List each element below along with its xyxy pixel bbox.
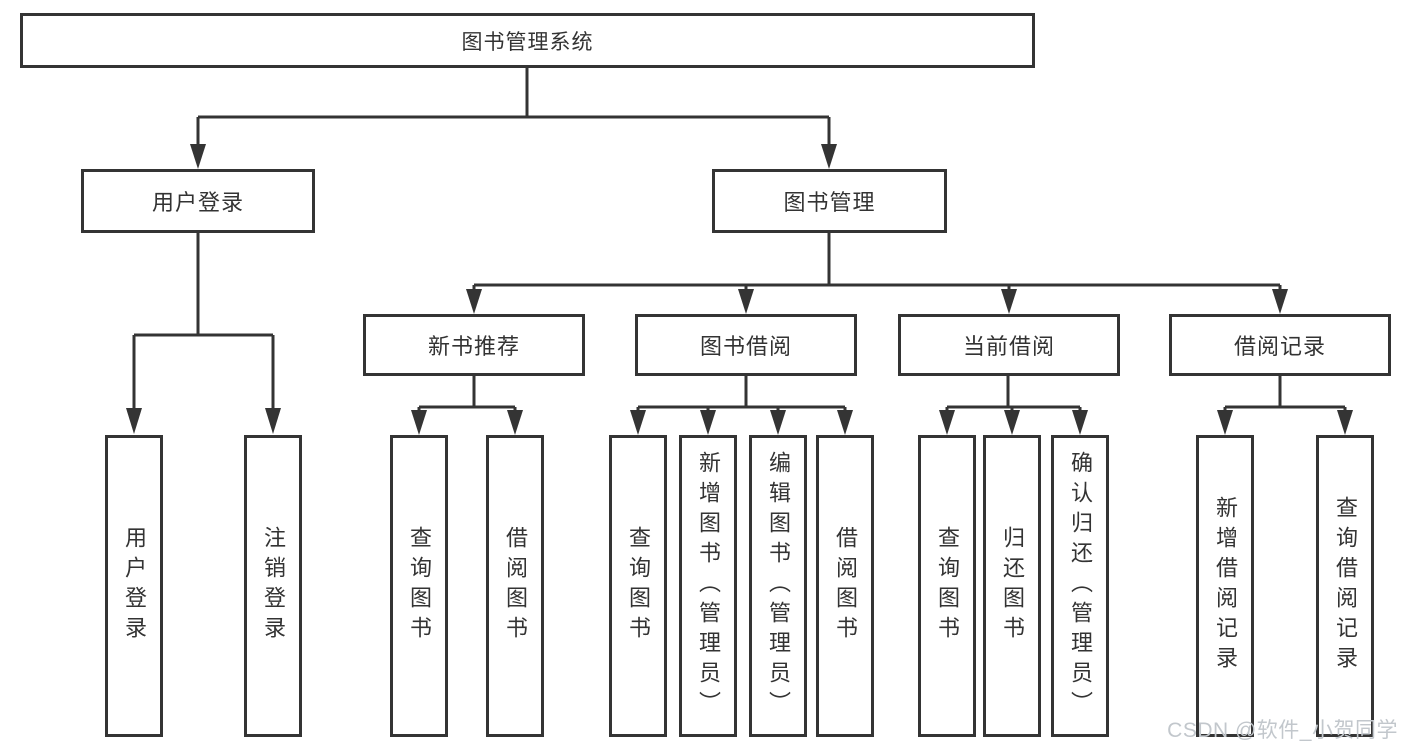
arrowhead-icon: [411, 410, 427, 435]
arrowhead-icon: [1001, 289, 1017, 314]
node-user-login: 用户登录: [81, 169, 315, 233]
leaf-label: 借阅图书: [503, 526, 528, 646]
leaf-label: 新增借阅记录: [1213, 496, 1238, 676]
leaf-query-books-recommend: 查询图书: [390, 435, 448, 737]
leaf-add-borrow-record: 新增借阅记录: [1196, 435, 1254, 737]
leaf-label: 查询图书: [935, 526, 960, 646]
arrowhead-icon: [265, 408, 281, 434]
node-root-system: 图书管理系统: [20, 13, 1035, 68]
node-label: 图书管理系统: [461, 30, 594, 54]
arrowhead-icon: [1217, 410, 1233, 435]
arrowhead-icon: [700, 410, 716, 435]
node-borrow-records: 借阅记录: [1169, 314, 1391, 376]
arrowhead-icon: [1072, 410, 1088, 435]
leaf-label: 归还图书: [1000, 526, 1025, 646]
leaf-logout: 注销登录: [244, 435, 302, 737]
arrowhead-icon: [1337, 410, 1353, 435]
node-new-book-recommend: 新书推荐: [363, 314, 585, 376]
leaf-label: 查询图书: [407, 526, 432, 646]
node-book-management: 图书管理: [712, 169, 947, 233]
leaf-borrow-books-recommend: 借阅图书: [486, 435, 544, 737]
connector-book-management: [466, 233, 1288, 314]
leaf-label: 查询图书: [626, 526, 651, 646]
leaf-confirm-return-admin: 确认归还（管理员）: [1051, 435, 1109, 737]
leaf-label: 查询借阅记录: [1333, 496, 1358, 676]
connector-book-borrow: [630, 376, 853, 435]
leaf-label: 注销登录: [261, 526, 286, 646]
node-label: 借阅记录: [1233, 334, 1326, 359]
leaf-query-books-current: 查询图书: [918, 435, 976, 737]
arrowhead-icon: [837, 410, 853, 435]
arrowhead-icon: [126, 408, 142, 434]
node-book-borrow: 图书借阅: [635, 314, 857, 376]
leaf-return-book: 归还图书: [983, 435, 1041, 737]
connector-user-login: [126, 233, 281, 434]
node-label: 用户登录: [151, 190, 244, 215]
leaf-add-book-admin: 新增图书（管理员）: [679, 435, 737, 737]
arrowhead-icon: [190, 144, 206, 169]
leaf-edit-book-admin: 编辑图书（管理员）: [749, 435, 807, 737]
arrowhead-icon: [939, 410, 955, 435]
node-label: 新书推荐: [427, 334, 520, 359]
node-label: 图书借阅: [699, 334, 792, 359]
arrowhead-icon: [1272, 289, 1288, 314]
leaf-label: 新增图书（管理员）: [696, 451, 721, 721]
leaf-query-borrow-record: 查询借阅记录: [1316, 435, 1374, 737]
leaf-label: 用户登录: [122, 526, 147, 646]
leaf-user-login: 用户登录: [105, 435, 163, 737]
arrowhead-icon: [1004, 410, 1020, 435]
connector-new-book-recommend: [411, 376, 523, 435]
connector-current-borrow: [939, 376, 1088, 435]
arrowhead-icon: [507, 410, 523, 435]
leaf-borrow-books: 借阅图书: [816, 435, 874, 737]
leaf-query-books-borrow: 查询图书: [609, 435, 667, 737]
arrowhead-icon: [821, 144, 837, 169]
leaf-label: 借阅图书: [833, 526, 858, 646]
leaf-label: 编辑图书（管理员）: [766, 451, 791, 721]
arrowhead-icon: [770, 410, 786, 435]
leaf-label: 确认归还（管理员）: [1068, 451, 1093, 721]
node-current-borrow: 当前借阅: [898, 314, 1120, 376]
connector-root: [190, 68, 837, 169]
csdn-watermark: CSDN @软件_小贺同学: [1167, 719, 1398, 742]
arrowhead-icon: [738, 289, 754, 314]
arrowhead-icon: [466, 289, 482, 314]
node-label: 图书管理: [783, 190, 876, 215]
connector-borrow-records: [1217, 376, 1353, 435]
arrowhead-icon: [630, 410, 646, 435]
node-label: 当前借阅: [962, 334, 1055, 359]
